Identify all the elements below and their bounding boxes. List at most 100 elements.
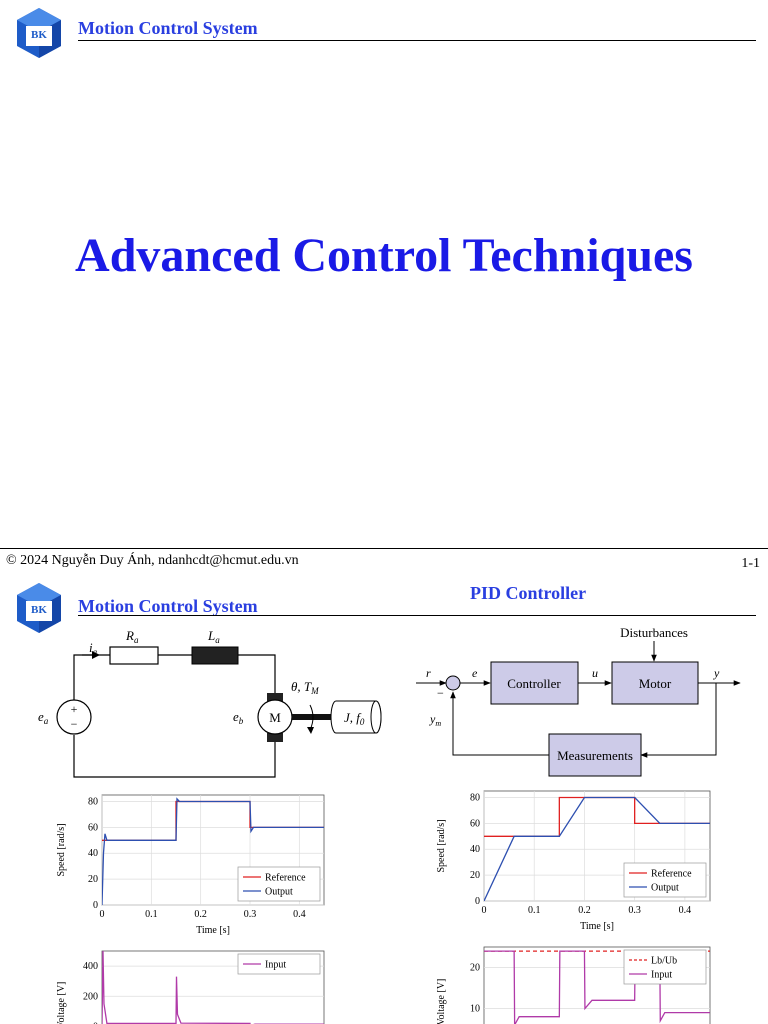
y-tick-label: 40 (470, 844, 480, 855)
logo-text: BK (31, 29, 47, 41)
resistor-ra (109, 646, 159, 665)
svg-text:ia: ia (89, 640, 98, 657)
header-title: Motion Control System (78, 596, 258, 616)
ym-label: y (429, 712, 436, 726)
measurements-label: Measurements (557, 748, 633, 763)
y-tick-label: 60 (88, 822, 98, 833)
minus-sign: − (437, 686, 444, 700)
y-axis-label: Speed [rad/s] (436, 819, 447, 872)
university-logo-icon: BK (17, 583, 61, 633)
x-tick-label: 0.2 (194, 909, 207, 920)
svg-text:La: La (207, 628, 220, 645)
y-tick-label: 10 (470, 1004, 480, 1015)
header-title: Motion Control System (78, 18, 258, 38)
current-label: i (89, 640, 93, 655)
y-tick-label: 20 (470, 963, 480, 974)
x-tick-label: 0.3 (628, 905, 641, 916)
source-minus: − (71, 717, 78, 731)
footer-divider (0, 548, 768, 549)
series-line-input (102, 951, 324, 1024)
y-tick-label: 200 (83, 991, 98, 1002)
motor-block (611, 661, 699, 705)
source-voltage-label: e (38, 709, 44, 724)
y-axis-label: Speed [rad/s] (56, 823, 67, 876)
resistor-label: R (125, 628, 134, 643)
slide-title: BK Motion Control System Advanced Contro… (17, 8, 756, 282)
y-tick-label: 0 (93, 1021, 98, 1024)
x-tick-label: 0.1 (528, 905, 541, 916)
legend-entry: Lb/Ub (651, 956, 677, 967)
x-axis-label: Time [s] (580, 921, 614, 932)
current-arrow-icon (92, 651, 100, 659)
legend-entry: Reference (651, 869, 692, 880)
controller-label: Controller (507, 676, 561, 691)
y-tick-label: 0 (93, 900, 98, 911)
slide-pid: BK Motion Control System PID Controller … (0, 575, 768, 1024)
svg-text:ym: ym (429, 712, 441, 728)
pid-block-diagram: Controller Motor Measurements Disturbanc… (416, 625, 741, 777)
header-divider (78, 40, 756, 41)
motor-label: M (269, 710, 281, 725)
back-emf-label: e (233, 709, 239, 724)
y-label: y (713, 666, 720, 680)
series-line-output (102, 797, 324, 905)
header-divider (78, 615, 756, 616)
svg-text:eb: eb (233, 709, 244, 726)
svg-text:Ra: Ra (125, 628, 139, 645)
series-line-output (484, 796, 710, 901)
motor-circuit-diagram: + − M ia Ra La ea eb θ, TM J, f0 (38, 628, 382, 778)
legend-entry: Reference (265, 873, 306, 884)
series-line-input (484, 950, 710, 1024)
x-tick-label: 0 (482, 905, 487, 916)
load-label: J, f (344, 710, 362, 725)
controller-block (490, 661, 579, 705)
footer-copyright: © 2024 Nguyễn Duy Ánh, ndanhcdt@hcmut.ed… (6, 553, 299, 568)
inductor-label: L (207, 628, 215, 643)
voltage-source (56, 699, 92, 735)
motor-brush-bottom (267, 733, 283, 742)
y-tick-label: 400 (83, 961, 98, 972)
section-title: PID Controller (470, 583, 587, 603)
university-logo-icon: BK (17, 8, 61, 58)
y-axis-label: Voltage [V] (56, 982, 67, 1024)
x-tick-label: 0.2 (578, 905, 591, 916)
chart-legend: Input (237, 953, 321, 975)
measurements-block (548, 733, 642, 777)
x-tick-label: 0.1 (145, 909, 158, 920)
legend-entry: Output (651, 883, 679, 894)
y-axis-label: Voltage [V] (436, 979, 447, 1024)
motor-shaft (292, 714, 332, 720)
legend-entry: Input (651, 970, 672, 981)
summing-junction (445, 675, 461, 691)
y-tick-label: 0 (475, 896, 480, 907)
svg-text:J, f0: J, f0 (344, 710, 365, 727)
x-axis-label: Time [s] (196, 925, 230, 936)
footer-page-number: 1-1 (741, 556, 760, 571)
logo-text: BK (31, 604, 47, 616)
x-tick-label: 0 (100, 909, 105, 920)
svg-text:θ, TM: θ, TM (291, 679, 319, 696)
u-label: u (592, 666, 598, 680)
y-tick-label: 20 (470, 870, 480, 881)
disturbances-label: Disturbances (620, 625, 688, 640)
x-tick-label: 0.3 (244, 909, 257, 920)
svg-text:ea: ea (38, 709, 49, 726)
y-tick-label: 80 (470, 792, 480, 803)
y-tick-label: 40 (88, 848, 98, 859)
motor-brush-top (267, 693, 283, 702)
x-tick-label: 0.4 (293, 909, 306, 920)
slide-main-title: Advanced Control Techniques (75, 229, 693, 282)
x-tick-label: 0.4 (679, 905, 692, 916)
e-label: e (472, 666, 478, 680)
torque-label: θ, T (291, 679, 312, 694)
y-tick-label: 80 (88, 796, 98, 807)
motor-block-label: Motor (639, 676, 672, 691)
r-label: r (426, 666, 431, 680)
inductor-la (191, 646, 239, 665)
